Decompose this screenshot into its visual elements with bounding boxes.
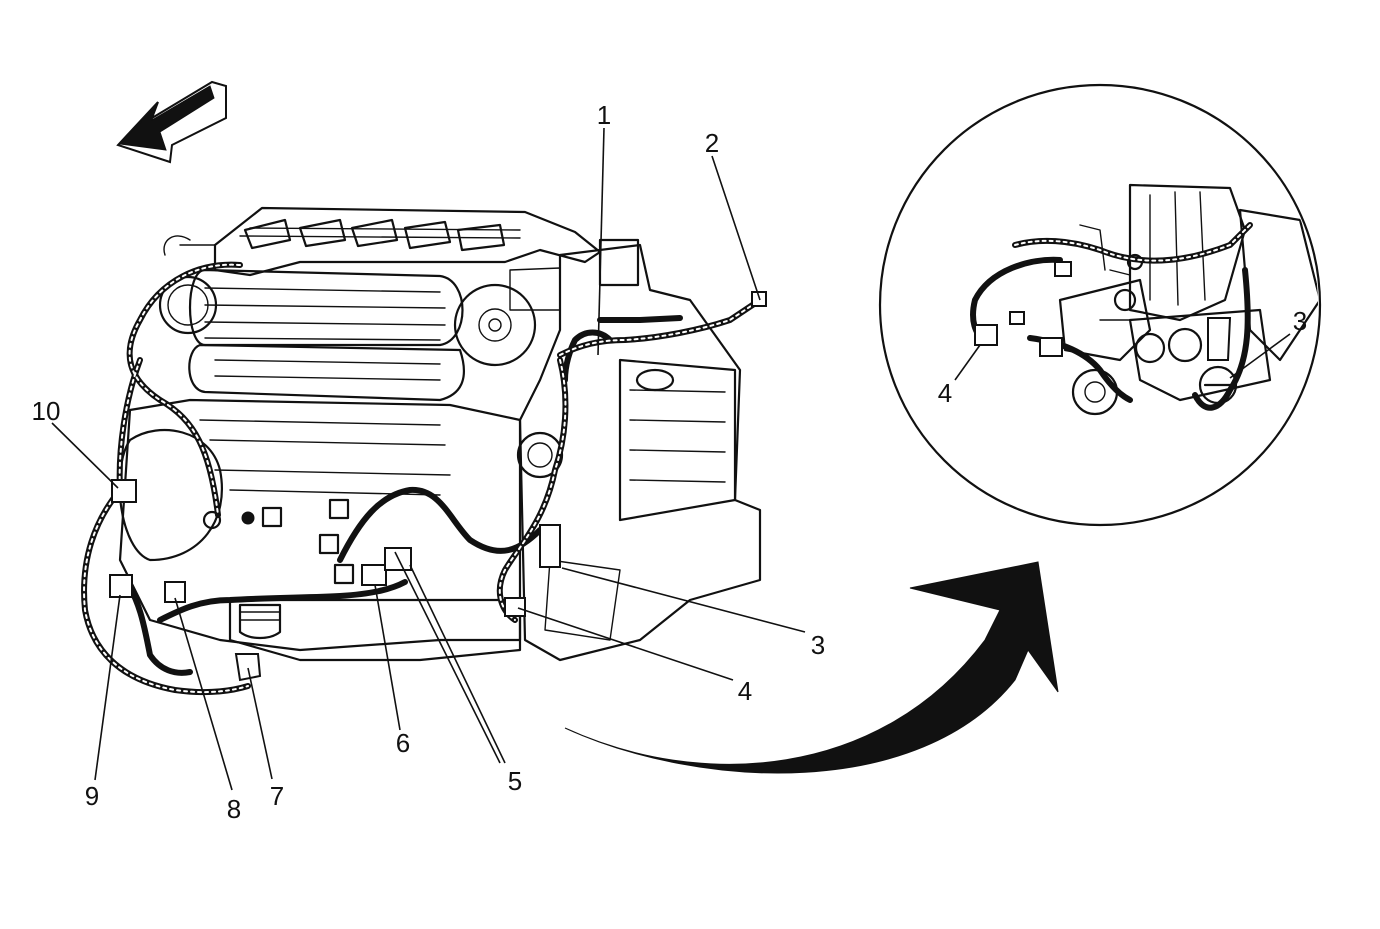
connector-9 [109,574,133,598]
ignition-coils [243,218,506,252]
forward-direction-arrow-icon [116,80,227,164]
callout-8: 8 [227,794,241,824]
connector-7 [234,653,262,682]
callout-labels: 1 2 3 4 5 6 7 8 9 10 [32,100,826,824]
callout-9: 9 [85,781,99,811]
callout-3: 3 [811,630,825,660]
callout-5: 5 [508,766,522,796]
detail-callout-3: 3 [1293,306,1307,336]
detail-callout-4: 4 [938,378,952,408]
detail-circle [878,83,1322,527]
callout-4: 4 [738,676,752,706]
curved-detail-arrow-icon [564,561,1059,774]
callout-7: 7 [270,781,284,811]
detail-connector-4 [974,324,998,346]
connector-10 [111,479,137,503]
detail-view: 4 3 [878,83,1322,527]
sensor-3 [539,524,561,568]
callout-10: 10 [32,396,61,426]
callout-2: 2 [705,128,719,158]
connector-6 [361,564,387,586]
engine-wiring-harness [81,261,767,696]
connector-8 [164,581,186,603]
callout-6: 6 [396,728,410,758]
callout-1: 1 [597,100,611,130]
engine-assembly [118,206,762,662]
connector-4 [504,597,526,617]
callout-leaders [51,127,806,791]
